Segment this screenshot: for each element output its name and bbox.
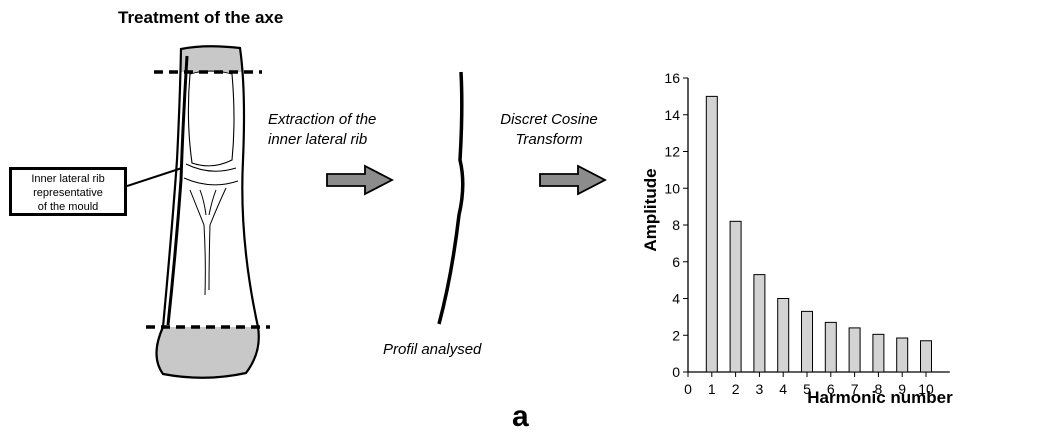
- x-tick-label: 0: [684, 381, 692, 397]
- extraction-label-line-2: inner lateral rib: [268, 131, 368, 148]
- axe-ridge-right: [208, 187, 227, 291]
- y-tick-label: 16: [664, 70, 680, 86]
- x-tick-label: 1: [708, 381, 716, 397]
- axe-bottom-shaded: [156, 327, 259, 378]
- callout-line-3: of the mould: [37, 201, 99, 213]
- chart-y-axis-label: Amplitude: [641, 168, 660, 251]
- bar-harmonic-1: [705, 95, 718, 373]
- profile-label: Profil analysed: [383, 341, 482, 358]
- x-tick-label: 5: [803, 381, 811, 397]
- bar-harmonic-5: [801, 310, 813, 373]
- callout-line-2: representative: [33, 187, 103, 199]
- bar-harmonic-2: [729, 220, 742, 373]
- dct-label-line-2: Transform: [515, 131, 583, 148]
- chart-x-axis-label: Harmonic number: [807, 388, 953, 407]
- bar-harmonic-8: [872, 333, 885, 373]
- extraction-label-line-1: Extraction of the: [268, 111, 377, 128]
- y-tick-label: 14: [664, 107, 680, 123]
- x-tick-label: 2: [732, 381, 740, 397]
- bar-harmonic-4: [777, 298, 790, 373]
- x-tick-label: 3: [756, 381, 764, 397]
- x-tick-label: 7: [851, 381, 859, 397]
- panel-letter: a: [512, 400, 529, 433]
- axe-ridge-left: [189, 189, 206, 296]
- inner-lateral-rib: [166, 55, 189, 326]
- x-tick-label: 6: [827, 381, 835, 397]
- callout-box: Inner lateral rib representative of the …: [9, 167, 127, 216]
- axe-top-shaded: [181, 46, 244, 72]
- x-tick-label: 8: [875, 381, 883, 397]
- bar-harmonic-9: [896, 337, 909, 373]
- x-tick-label: 4: [779, 381, 787, 397]
- y-tick-label: 10: [664, 180, 680, 196]
- axe-ridge-mid: [199, 189, 217, 216]
- y-tick-label: 4: [672, 291, 680, 307]
- bar-harmonic-6: [824, 321, 837, 373]
- bar-harmonic-3: [753, 274, 766, 373]
- y-tick-label: 0: [672, 364, 680, 380]
- figure-title: Treatment of the axe: [118, 8, 284, 27]
- axe-inner-loop-2: [185, 163, 237, 172]
- bar-harmonic-7: [848, 327, 861, 373]
- x-tick-label: 10: [918, 381, 934, 397]
- y-tick-label: 2: [672, 327, 680, 343]
- axe-outline: [155, 45, 260, 379]
- bar-harmonic-10: [920, 340, 932, 373]
- dct-label: Discret Cosine Transform: [488, 110, 610, 150]
- y-tick-label: 8: [672, 217, 680, 233]
- axe-inner-loop-3: [183, 177, 239, 186]
- extracted-profile-line: [437, 71, 465, 325]
- chart-axes: [687, 78, 950, 373]
- chart-bars: [705, 95, 932, 373]
- y-tick-label: 6: [672, 254, 680, 270]
- dct-label-line-1: Discret Cosine: [500, 111, 598, 128]
- extraction-label: Extraction of the inner lateral rib: [268, 110, 376, 150]
- arrow-dct: [539, 164, 607, 196]
- chart-y-ticks: 0 2 4 6 8 10 12 14 16: [664, 70, 688, 380]
- callout-pointer: [126, 167, 183, 187]
- arrow-extraction: [326, 164, 394, 196]
- y-tick-label: 12: [664, 144, 680, 160]
- x-tick-label: 9: [898, 381, 906, 397]
- callout-line-1: Inner lateral rib: [31, 173, 105, 185]
